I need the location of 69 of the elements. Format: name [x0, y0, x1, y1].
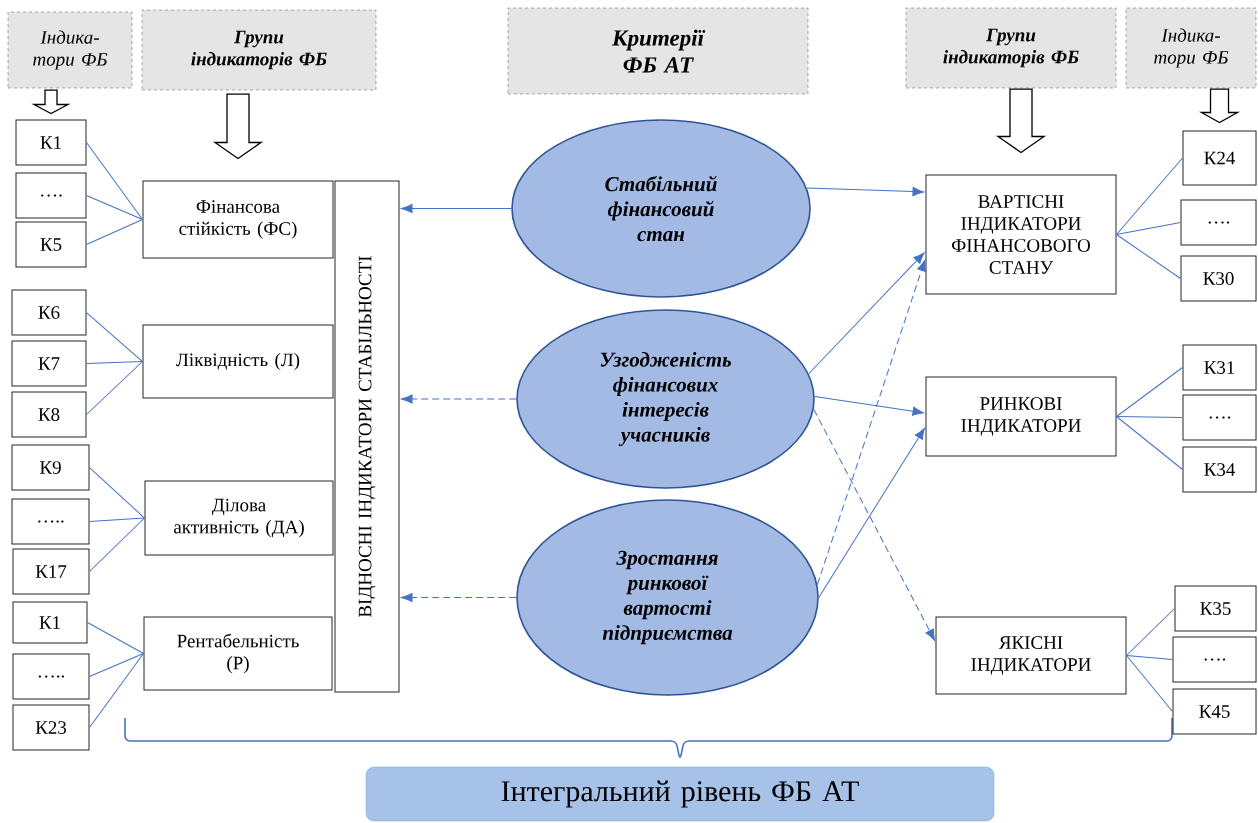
indicator-box: ….	[1172, 636, 1257, 683]
result-box: Інтегральний рівень ФБ АТ	[365, 766, 995, 822]
header-box: Критерії ФБ АТ	[507, 7, 809, 95]
arrow	[401, 203, 512, 214]
connector-line	[1126, 608, 1175, 656]
indicator-box: …..	[11, 498, 90, 545]
indicator-box: К23	[12, 704, 90, 751]
connector-line	[89, 467, 145, 519]
indicator-box: К17	[12, 548, 90, 595]
indicator-box: К1	[12, 601, 88, 644]
connector-line	[1116, 222, 1181, 235]
indicator-box: К8	[11, 391, 87, 438]
indicator-box: К7	[11, 340, 87, 387]
indicator-box: ….	[15, 172, 87, 219]
group-box: РИНКОВІ ІНДИКАТОРИ	[925, 376, 1117, 457]
connector-line	[89, 653, 144, 677]
group-box: Ліквідність (Л)	[142, 324, 334, 399]
connector-line	[86, 312, 143, 362]
block-arrow	[212, 93, 264, 160]
connector-line	[86, 219, 143, 245]
arrow	[818, 427, 925, 598]
connector-line	[89, 517, 145, 572]
connector-line	[1116, 416, 1183, 470]
indicator-box: К9	[11, 444, 90, 491]
connector-line	[86, 361, 143, 364]
connector-line	[1126, 655, 1173, 712]
header-box: Групи індикаторів ФБ	[141, 9, 377, 91]
block-arrow	[1199, 88, 1240, 124]
group-box: Фінансова стійкість (ФС)	[142, 180, 334, 259]
indicator-box: К31	[1182, 344, 1257, 391]
connector-line	[1116, 416, 1183, 418]
arrow	[401, 592, 517, 603]
group-box: Ділова активність (ДА)	[144, 480, 334, 556]
group-box: ЯКІСНІ ІНДИКАТОРИ	[935, 616, 1127, 695]
connector-line	[1126, 655, 1173, 660]
connector-line	[86, 361, 143, 415]
arrow	[814, 395, 924, 416]
connector-line	[86, 142, 143, 220]
connector-line	[86, 195, 143, 220]
group-box: ВАРТІСНІ ІНДИКАТОРИ ФІНАНСОВОГО СТАНУ	[925, 174, 1117, 295]
indicator-box: К30	[1180, 255, 1257, 302]
connector-line	[89, 517, 145, 522]
group-box: Рентабельність (Р)	[143, 616, 333, 691]
connector-line	[87, 622, 144, 654]
indicator-box: К34	[1182, 446, 1257, 493]
indicator-box: ….	[1182, 394, 1257, 441]
vertical-box: ВІДНОСНІ ІНДИКАТОРИ СТАБІЛЬНОСТІ	[334, 180, 400, 693]
block-arrow	[995, 88, 1047, 154]
arrow	[806, 186, 924, 197]
indicator-box: …..	[12, 653, 90, 700]
arrow	[816, 259, 926, 585]
connector-line	[89, 653, 144, 728]
arrow	[813, 408, 936, 641]
connector-line	[1116, 234, 1181, 279]
indicator-box: К45	[1172, 688, 1257, 735]
indicator-box: ….	[1180, 199, 1257, 246]
header-box: Індика- тори ФБ	[7, 11, 133, 89]
indicator-box: К5	[15, 221, 87, 268]
arrow	[808, 252, 925, 375]
header-box: Групи індикаторів ФБ	[905, 7, 1117, 89]
connector-line	[1116, 157, 1183, 235]
indicator-box: К24	[1182, 130, 1257, 186]
indicator-box: К6	[11, 289, 87, 336]
header-box: Індика- тори ФБ	[1125, 7, 1257, 89]
indicator-box: К1	[15, 119, 87, 166]
arrow	[401, 394, 517, 404]
block-arrow	[31, 89, 71, 115]
connector-line	[1116, 367, 1183, 417]
indicator-box: К35	[1174, 585, 1257, 632]
